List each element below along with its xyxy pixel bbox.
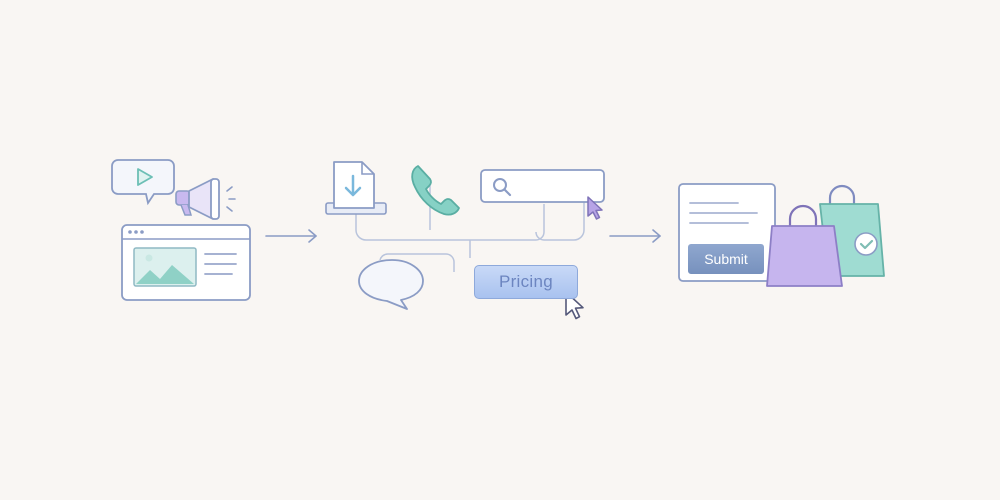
browser-window-icon: [121, 224, 251, 301]
pricing-button: Pricing: [474, 265, 578, 299]
submit-button: Submit: [688, 244, 764, 274]
arrow-right-icon: [609, 229, 661, 243]
chat-bubble-icon: [358, 259, 424, 310]
arrow-right-icon: [265, 229, 317, 243]
phone-icon: [411, 165, 460, 216]
video-speech-bubble-icon: [111, 159, 175, 206]
connector-lines: [355, 185, 585, 272]
shopping-bag-lavender-icon: [766, 204, 843, 287]
cursor-icon: [587, 196, 603, 220]
megaphone-icon: [175, 178, 236, 220]
search-bar-icon: [480, 169, 605, 203]
document-download-icon: [325, 161, 387, 215]
